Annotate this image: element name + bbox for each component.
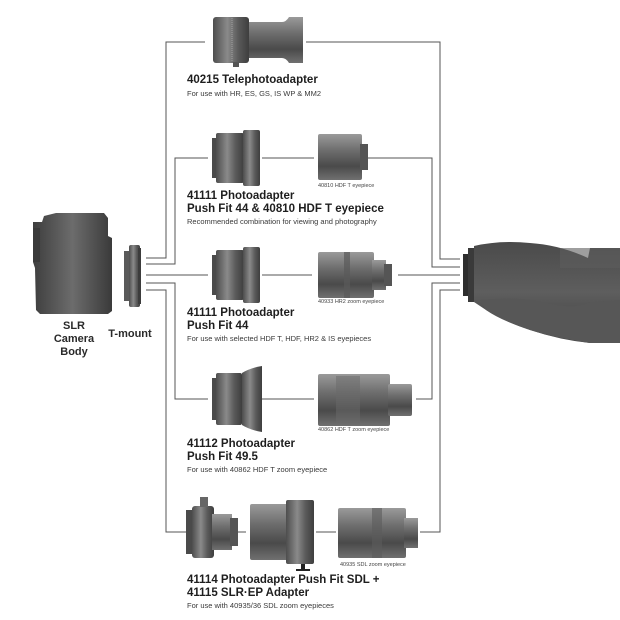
option-subtitle: Recommended combination for viewing and …: [187, 217, 377, 226]
left-connectors: [146, 41, 208, 533]
option-subtitle: For use with 40862 HDF T zoom eyepiece: [187, 465, 328, 474]
connector-right-1: [306, 41, 460, 260]
hr2-zoom-eyepiece-icon: [318, 252, 392, 298]
sdl-photoadapter-icon: [186, 497, 238, 558]
slr-ep-adapter-icon: [250, 500, 314, 571]
sdl-zoom-eyepiece-icon: [338, 508, 418, 558]
spotting-scope-icon: [463, 242, 620, 343]
option-subtitle: For use with 40935/36 SDL zoom eyepieces: [187, 601, 334, 610]
connector-left-4: [146, 282, 208, 400]
hdf-t-eyepiece-icon: [318, 134, 368, 180]
option-title-line2: Push Fit 44: [187, 320, 249, 332]
connector-left-5: [146, 289, 188, 533]
telephotoadapter-icon: [213, 17, 303, 67]
photoadapter-49-5-icon: [212, 366, 262, 432]
t-mount-label: T-mount: [108, 328, 152, 340]
option-title-line1: 41112 Photoadapter: [187, 438, 296, 450]
right-connectors: [306, 41, 460, 533]
eyepiece-label: 40933 HR2 zoom eyepiece: [318, 299, 385, 305]
option-subtitle: For use with selected HDF T, HDF, HR2 & …: [187, 334, 372, 343]
connector-left-2: [146, 157, 208, 265]
option-subtitle: For use with HR, ES, GS, IS WP & MM2: [187, 89, 322, 98]
eyepiece-label: 40862 HDF T zoom eyepiece: [318, 427, 390, 433]
connector-left-1: [146, 41, 205, 259]
option-title-line2: 41115 SLR·EP Adapter: [187, 587, 310, 599]
option-title-line1: 41111 Photoadapter: [187, 190, 295, 202]
connector-right-4: [416, 282, 460, 400]
t-mount-icon: [124, 245, 141, 307]
eyepiece-label: 40935 SDL zoom eyepiece: [340, 562, 406, 568]
photoadapter-44-icon-row2: [212, 130, 260, 186]
eyepiece-label: 40810 HDF T eyepiece: [318, 183, 375, 189]
connector-right-5: [420, 289, 460, 533]
hdf-t-zoom-eyepiece-icon: [318, 374, 412, 426]
option-title: 40215 Telephotoadapter: [187, 74, 318, 86]
option-title-line1: 41111 Photoadapter: [187, 307, 295, 319]
option-title-line2: Push Fit 49.5: [187, 451, 258, 463]
option-title-line2: Push Fit 44 & 40810 HDF T eyepiece: [187, 203, 384, 215]
connector-right-2: [368, 157, 460, 268]
option-title-line1: 41114 Photoadapter Push Fit SDL +: [187, 574, 380, 586]
slr-camera-body-icon: [33, 213, 112, 314]
slr-camera-body-label: SLR Camera Body: [53, 320, 95, 358]
photoadapter-44-icon-row3: [212, 247, 260, 303]
